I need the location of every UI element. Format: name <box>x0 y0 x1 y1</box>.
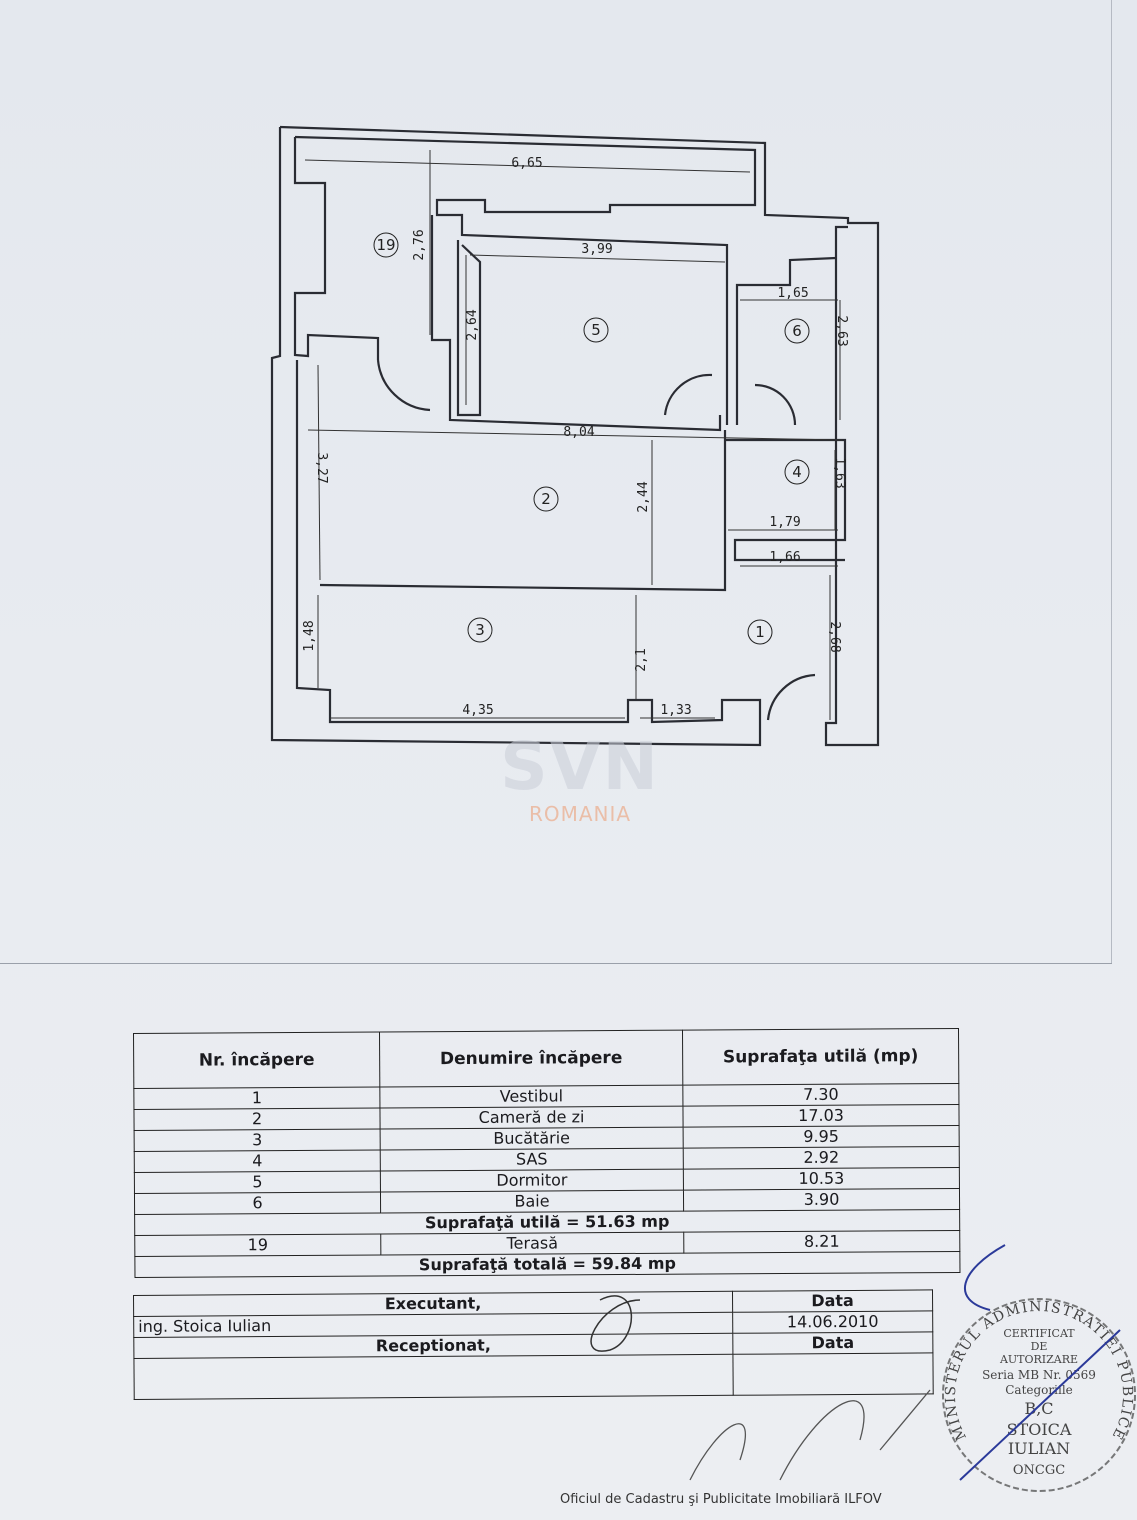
inner-wall <box>319 430 727 592</box>
room-marker: 19 <box>373 232 399 258</box>
outer-wall <box>279 125 880 747</box>
inner-wall <box>456 240 482 417</box>
svg-text:CERTIFICAT: CERTIFICAT <box>1003 1327 1075 1340</box>
dim-label: 2,1 <box>634 648 649 671</box>
svg-text:IULIAN: IULIAN <box>1008 1439 1070 1458</box>
dim-label: 2,76 <box>412 229 427 260</box>
room-marker: 3 <box>467 617 493 643</box>
svg-text:6: 6 <box>792 322 802 340</box>
col-area: Suprafaţa utilă (mp) <box>682 1028 959 1086</box>
signature-block: Executant, Data ing. Stoica Iulian 14.06… <box>133 1289 934 1400</box>
svg-text:1: 1 <box>755 623 765 641</box>
room-marker: 2 <box>533 486 559 512</box>
room-marker: 1 <box>747 619 773 645</box>
door-arc <box>766 673 816 721</box>
svg-text:2: 2 <box>541 490 551 508</box>
dim-label: 1,33 <box>660 703 691 718</box>
svg-text:STOICA: STOICA <box>1007 1420 1072 1439</box>
dim-label: 1,66 <box>769 550 800 565</box>
dim-label: 1,48 <box>302 620 317 651</box>
dim-label: 3,27 <box>314 452 329 483</box>
svg-text:AUTORIZARE: AUTORIZARE <box>999 1353 1078 1366</box>
dim-label: 3,99 <box>581 242 612 257</box>
svg-text:19: 19 <box>376 236 395 254</box>
svg-text:DE: DE <box>1031 1340 1048 1353</box>
svg-text:MINISTERUL ADMINISTRATIEI PUBL: MINISTERUL ADMINISTRATIEI PUBLICE <box>943 1299 1135 1443</box>
dim-label: 1,63 <box>832 457 847 488</box>
svg-text:B,C: B,C <box>1024 1399 1053 1418</box>
date-label-2: Data <box>732 1331 933 1355</box>
floor-plan: 6,65 2,76 3,99 2,64 1,65 2,63 8,04 3,27 … <box>270 125 880 747</box>
room-marker: 5 <box>583 317 609 343</box>
svg-text:ONCGC: ONCGC <box>1013 1463 1065 1478</box>
inner-wall <box>293 137 380 360</box>
svg-text:3: 3 <box>475 621 485 639</box>
dim-label: 1,79 <box>769 515 800 530</box>
dim-label: 8,04 <box>563 425 594 440</box>
date-label: Data <box>732 1289 933 1313</box>
inner-wall <box>294 135 757 425</box>
inner-wall <box>735 256 837 425</box>
date-value: 14.06.2010 <box>732 1310 933 1334</box>
dim-label: 2,63 <box>834 315 849 346</box>
dim-label: 6,65 <box>511 156 542 171</box>
room-area-table: Nr. încăpere Denumire încăpere Suprafaţa… <box>133 1028 960 1278</box>
door-arc <box>376 359 431 412</box>
sheet-edge <box>1111 0 1112 963</box>
authorization-stamp: MINISTERUL ADMINISTRATIEI PUBLICE CERTIF… <box>942 1298 1136 1492</box>
door-arc <box>663 373 713 416</box>
dim-label: 2,64 <box>465 309 480 340</box>
dim-label: 4,35 <box>462 703 493 718</box>
sheet-edge <box>0 963 1112 964</box>
svg-text:4: 4 <box>792 463 802 481</box>
dim-label: 1,65 <box>777 286 808 301</box>
table-header: Nr. încăpere Denumire încăpere Suprafaţa… <box>133 1028 959 1089</box>
col-nr: Nr. încăpere <box>133 1031 380 1089</box>
svg-text:Categoriile: Categoriile <box>1005 1383 1073 1397</box>
outer-wall <box>270 127 762 747</box>
room-marker: 4 <box>784 459 810 485</box>
inner-wall <box>430 215 722 432</box>
dim-label: 2,44 <box>636 481 651 512</box>
col-name: Denumire încăpere <box>379 1030 683 1087</box>
room-marker: 6 <box>784 318 810 344</box>
office-stamp-text: Oficiul de Cadastru şi Publicitate Imobi… <box>560 1492 882 1507</box>
inner-wall <box>725 438 847 562</box>
svg-text:Seria MB Nr. 0569: Seria MB Nr. 0569 <box>982 1368 1096 1382</box>
grand-total-row: Suprafaţă totală = 59.84 mp <box>134 1251 960 1278</box>
svg-text:5: 5 <box>591 321 601 339</box>
door-arc <box>754 383 797 426</box>
dim-label: 2,68 <box>827 621 842 652</box>
